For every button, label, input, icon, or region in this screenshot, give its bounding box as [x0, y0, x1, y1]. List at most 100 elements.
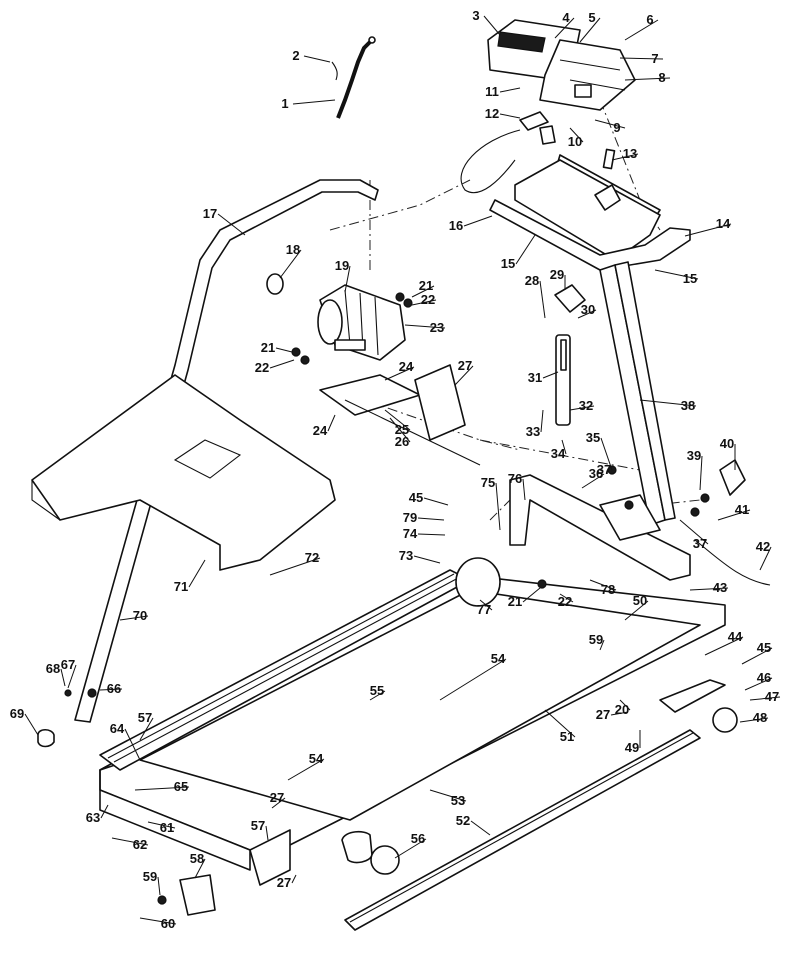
callout-number-39: 39 [687, 448, 701, 463]
callout-leader-60 [139, 917, 177, 925]
callout-number-67: 67 [61, 657, 75, 672]
feet-and-caps [37, 459, 746, 916]
callout-number-8: 8 [658, 70, 665, 85]
callout-leader-7 [619, 57, 664, 60]
callout-leader-11 [499, 87, 521, 93]
callout-number-34: 34 [551, 446, 566, 461]
callout-number-57: 57 [138, 710, 152, 725]
callout-leader-57 [265, 825, 269, 841]
callout-number-7: 7 [651, 51, 658, 66]
callout-number-21: 21 [261, 340, 275, 355]
callout-number-77: 77 [477, 602, 491, 617]
callout-number-69: 69 [10, 706, 24, 721]
callout-number-21: 21 [419, 278, 433, 293]
callout-number-75: 75 [481, 475, 495, 490]
callout-leader-77 [479, 599, 493, 611]
callout-leader-32 [569, 405, 595, 411]
callout-number-5: 5 [588, 10, 595, 25]
elevation-cylinder [554, 284, 586, 426]
callout-number-35: 35 [586, 430, 600, 445]
callout-leader-8 [624, 77, 671, 81]
callout-number-10: 10 [568, 134, 582, 149]
callout-number-36: 36 [589, 466, 603, 481]
callout-leader-36 [581, 473, 605, 489]
callout-leader-73 [413, 555, 441, 564]
callout-number-25: 25 [395, 422, 409, 437]
console-clips [519, 111, 556, 145]
callout-leader-5 [579, 17, 601, 43]
left-handrail [74, 179, 379, 723]
callout-leader-38 [639, 399, 697, 407]
callout-leader-55 [369, 690, 386, 701]
callout-leader-69 [24, 713, 39, 736]
callout-leader-47 [749, 696, 781, 701]
safety-key [331, 36, 376, 119]
callout-number-46: 46 [757, 670, 771, 685]
callout-number-31: 31 [528, 370, 542, 385]
drive-motor [266, 273, 406, 361]
callout-number-79: 79 [403, 510, 417, 525]
callout-number-42: 42 [756, 539, 770, 554]
callout-number-27: 27 [458, 358, 472, 373]
callout-number-28: 28 [525, 273, 539, 288]
callout-leader-10 [569, 127, 584, 143]
power-cord [694, 539, 771, 586]
callout-leader-30 [577, 309, 597, 319]
callout-leader-14 [684, 223, 732, 237]
handrail-upright [489, 199, 691, 526]
callout-leader-52 [470, 820, 491, 836]
side-rails [99, 569, 701, 931]
callout-leader-2 [303, 55, 331, 63]
callout-number-2: 2 [292, 48, 299, 63]
callout-leader-71 [188, 559, 206, 588]
callout-number-54: 54 [309, 751, 324, 766]
callout-number-56: 56 [411, 831, 425, 846]
fasteners [64, 292, 710, 905]
callout-number-22: 22 [421, 292, 435, 307]
callout-number-22: 22 [255, 360, 269, 375]
console-bracket [514, 148, 661, 261]
callout-number-58: 58 [190, 851, 204, 866]
callout-leader-21 [275, 347, 293, 353]
callout-leader-46 [744, 677, 773, 691]
callout-leader-48 [739, 717, 769, 723]
callout-leader-59 [599, 639, 605, 651]
callout-number-9: 9 [613, 120, 620, 135]
callout-leader-44 [704, 636, 744, 656]
callout-leader-22 [411, 299, 437, 306]
callout-number-40: 40 [720, 436, 734, 451]
callout-number-15: 15 [683, 271, 697, 286]
callout-leader-12 [499, 113, 521, 119]
callout-leader-28 [539, 280, 546, 319]
callout-leader-66 [99, 688, 123, 691]
callout-number-57: 57 [251, 818, 265, 833]
callout-leader-68 [60, 668, 66, 687]
callout-number-27: 27 [596, 707, 610, 722]
callout-leader-31 [542, 371, 559, 379]
callout-leader-58 [194, 858, 206, 879]
callout-number-70: 70 [133, 608, 147, 623]
callout-leader-19 [344, 265, 351, 293]
callout-leader-70 [119, 615, 149, 621]
callout-leader-56 [394, 838, 427, 859]
callout-number-11: 11 [485, 84, 499, 99]
callout-number-59: 59 [589, 632, 603, 647]
callout-number-72: 72 [305, 550, 319, 565]
callout-number-27: 27 [277, 875, 291, 890]
callout-leader-34 [561, 439, 567, 455]
callout-number-62: 62 [133, 837, 147, 852]
callout-number-47: 47 [765, 689, 779, 704]
callout-number-18: 18 [286, 242, 300, 257]
callout-leader-21 [411, 285, 435, 298]
callout-number-44: 44 [728, 629, 743, 644]
callout-leader-22 [559, 593, 574, 603]
callout-leader-78 [589, 579, 617, 591]
callout-number-48: 48 [753, 710, 767, 725]
callout-leader-22 [269, 359, 295, 369]
callout-leader-61 [147, 821, 176, 829]
callout-number-21: 21 [508, 594, 522, 609]
callout-number-37: 37 [693, 536, 707, 551]
callout-number-71: 71 [174, 579, 188, 594]
